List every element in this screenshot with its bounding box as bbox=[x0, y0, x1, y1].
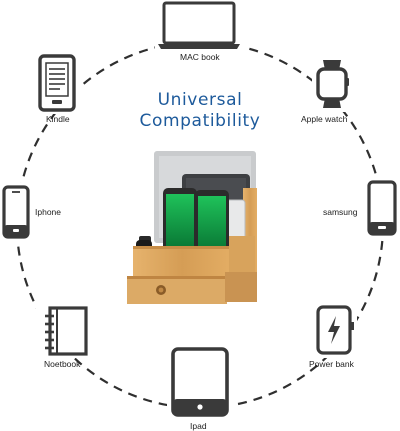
label-mac-book: MAC book bbox=[180, 52, 220, 62]
watch-icon bbox=[312, 56, 352, 112]
label-samsung: samsung bbox=[323, 207, 358, 217]
phone-icon bbox=[0, 183, 32, 241]
notebook-icon bbox=[36, 302, 92, 358]
smartphone-icon bbox=[364, 178, 400, 238]
label-notebook: Noetbook bbox=[44, 359, 81, 369]
laptop-icon bbox=[155, 0, 245, 52]
headline-line-1: Universal bbox=[157, 90, 243, 110]
label-power-bank: Power bank bbox=[309, 359, 354, 369]
ereader-icon bbox=[34, 52, 82, 114]
headline-line-2: Compatibility bbox=[139, 111, 261, 131]
tablet-icon bbox=[167, 345, 233, 419]
bamboo-charging-station-image bbox=[127, 151, 257, 304]
label-iphone: Iphone bbox=[35, 207, 61, 217]
label-ipad: Ipad bbox=[190, 421, 207, 431]
label-apple-watch: Apple watch bbox=[301, 114, 348, 124]
power-bank-icon bbox=[311, 302, 357, 358]
label-kindle: Kindle bbox=[46, 114, 70, 124]
headline: Universal Compatibility bbox=[0, 90, 400, 132]
